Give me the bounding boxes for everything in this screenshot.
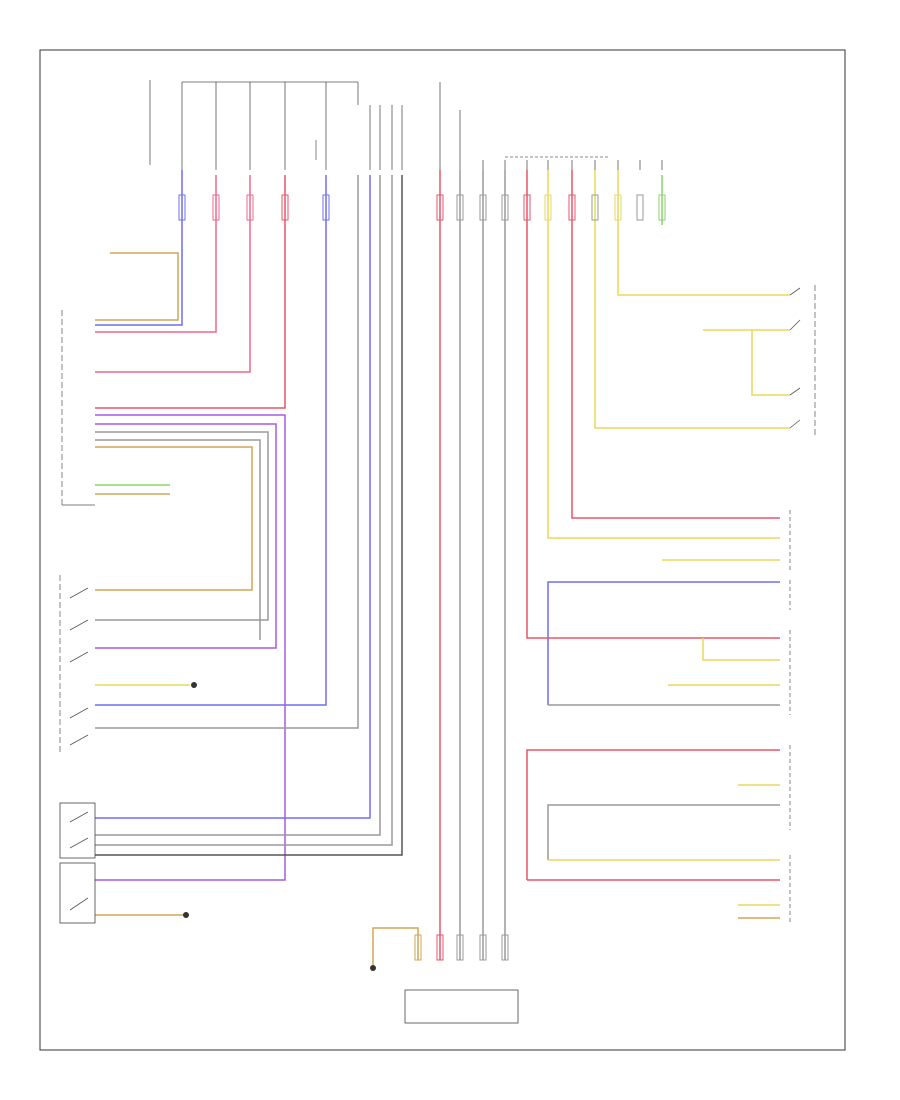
wire-yellow-right-1 <box>547 170 780 539</box>
wire-gray-6 <box>95 175 359 729</box>
wire-pink-3 <box>95 175 286 409</box>
wire-blue-1 <box>95 170 183 326</box>
control-module-left <box>61 310 95 506</box>
wire-red-right-3 <box>526 749 780 880</box>
ground-point-left <box>183 682 197 918</box>
wire-gray-3 <box>95 175 381 836</box>
wire-yellow-right-3 <box>702 638 780 661</box>
wire-tan-ground <box>95 252 179 321</box>
wire-purple-2 <box>95 423 277 649</box>
connector-marks-bottom <box>414 934 509 961</box>
wire-blue-2 <box>95 175 327 706</box>
wire-red-right-2 <box>526 170 780 639</box>
trunk-lid-switch <box>789 285 816 435</box>
wire-yellow-trunk <box>617 170 790 296</box>
hot-at-all-times-left <box>149 80 403 170</box>
wire-tan-bottom <box>372 927 419 965</box>
rear-window-switch <box>59 862 96 924</box>
wire-pink-1 <box>95 175 217 333</box>
passenger-door-switch <box>59 802 96 859</box>
junction-box-electrical <box>482 156 663 170</box>
wire-red-right-1 <box>571 170 780 519</box>
wire-gray-5 <box>95 175 403 856</box>
hot-in-run <box>439 82 461 170</box>
wire-gray-4 <box>95 175 393 846</box>
connector-marks-top <box>178 194 666 221</box>
wire-yellow-trunk-3 <box>751 330 790 396</box>
wire-blue-3 <box>95 175 371 819</box>
ground-point-bottom <box>370 965 376 971</box>
central-locking-module <box>404 989 519 1024</box>
wire-gray-1 <box>95 431 269 621</box>
wire-purple-1 <box>95 414 286 881</box>
wire-tan-1 <box>95 446 253 591</box>
driver-door-switch <box>59 575 89 755</box>
wire-pink-2 <box>95 175 251 373</box>
wire-blue-right <box>547 581 780 705</box>
wire-yellow-trunk-4 <box>594 170 790 429</box>
wire-gray-2 <box>95 439 261 640</box>
wire-gray-right-2 <box>547 804 780 860</box>
diagram-border <box>39 49 846 1051</box>
